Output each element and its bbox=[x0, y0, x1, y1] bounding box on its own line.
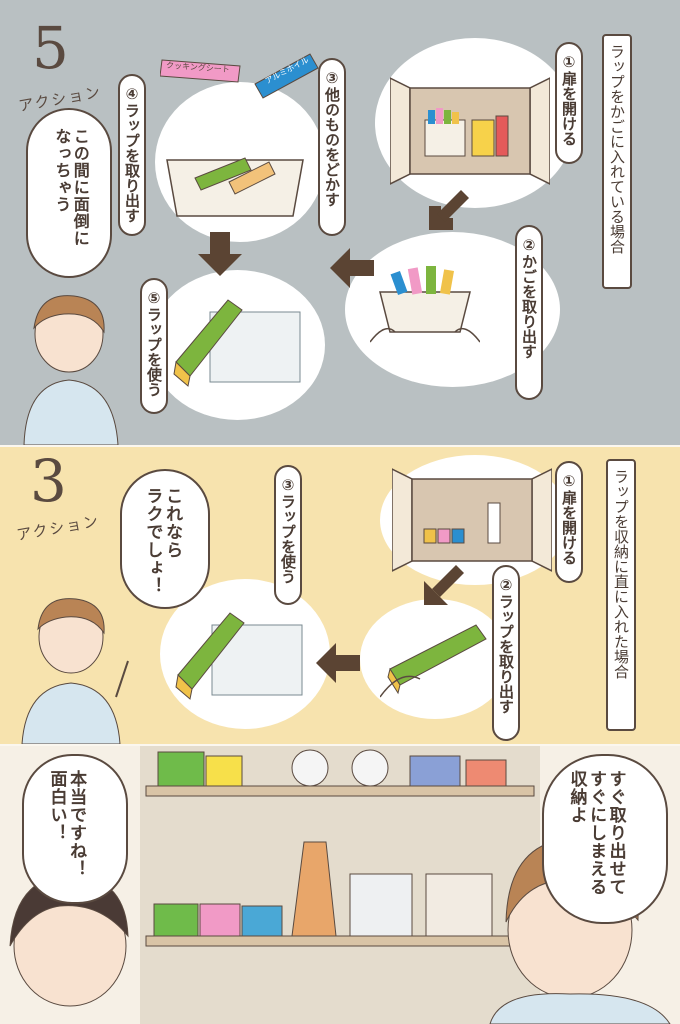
step-open-door-2: ①扉を開ける bbox=[555, 461, 583, 583]
arrow-down-left-icon bbox=[429, 190, 469, 230]
woman-smiling-illustration bbox=[21, 598, 129, 744]
action-label-2: アクション bbox=[15, 511, 102, 545]
storage-container-illustration bbox=[166, 157, 304, 217]
scenario-title-direct: ラップを収納に直に入れた場合 bbox=[606, 459, 636, 731]
speech-bubble-mid bbox=[120, 469, 210, 609]
hand-holding-wrap-illustration bbox=[380, 624, 487, 698]
speech-text-left: 本当ですね！ 面白い！ bbox=[46, 770, 87, 878]
cabinet-with-wrap-illustration bbox=[392, 468, 552, 572]
action-count-three: 3 bbox=[30, 447, 67, 515]
basket-in-hands-illustration bbox=[370, 266, 480, 343]
step-move-others: ③他のものをどかす bbox=[318, 58, 346, 236]
step-take-basket: ②かごを取り出す bbox=[515, 225, 543, 400]
speech-text-top: この間に面倒に なっちゃう bbox=[52, 128, 90, 247]
action-count-five: 5 bbox=[32, 14, 69, 82]
speech-bubble-right bbox=[542, 754, 668, 924]
wrap-in-use-illustration-mid bbox=[175, 612, 303, 700]
step-use-wrap: ⑤ラップを使う bbox=[140, 278, 168, 414]
step-open-door: ①扉を開ける bbox=[555, 42, 583, 164]
speech-text-right: すぐ取り出せて すぐにしまえる 収納よ bbox=[566, 770, 626, 896]
scenario-title-basket: ラップをかごに入れている場合 bbox=[602, 34, 632, 289]
arrow-down-left-icon-2 bbox=[424, 565, 464, 605]
woman-thinking-illustration bbox=[23, 295, 119, 445]
arrow-left-icon-2 bbox=[316, 643, 360, 683]
arrow-left-icon bbox=[330, 248, 374, 288]
arrow-down-icon bbox=[198, 232, 242, 276]
step-take-wrap: ④ラップを取り出す bbox=[118, 74, 146, 236]
wrap-in-use-illustration-top bbox=[173, 299, 301, 387]
speech-bubble-left bbox=[22, 754, 128, 904]
speech-bubble-top bbox=[26, 108, 112, 278]
panel-three-actions: 3 アクション ラップを収納に直に入れた場合 ①扉を開ける ②ラップを取り出す … bbox=[0, 447, 680, 744]
panel-conversation: 本当ですね！ 面白い！ すぐ取り出せて すぐにしまえる 収納よ bbox=[0, 746, 680, 1024]
panel-five-actions: 5 アクション ラップをかごに入れている場合 ①扉を開ける ②かごを取り出す ③… bbox=[0, 0, 680, 445]
flying-boxes-illustration bbox=[160, 53, 319, 99]
step-take-wrap-2: ②ラップを取り出す bbox=[492, 565, 520, 741]
cabinet-with-basket-illustration bbox=[390, 77, 550, 185]
step-use-wrap-2: ③ラップを使う bbox=[274, 465, 302, 605]
storage-shelf-illustration bbox=[140, 746, 540, 1024]
speech-text-mid: これなら ラクでしょ！ bbox=[142, 487, 183, 595]
